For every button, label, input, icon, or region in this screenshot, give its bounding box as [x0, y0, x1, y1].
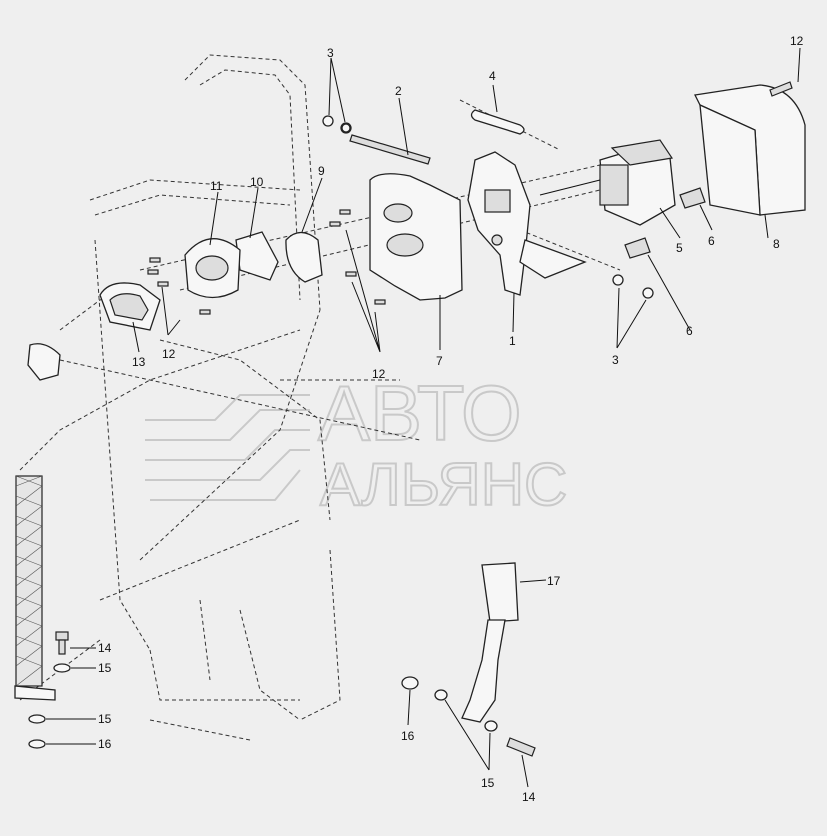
callout-5: 5	[676, 241, 683, 255]
callout-2: 2	[395, 84, 402, 98]
watermark-logo	[145, 394, 310, 501]
callout-14-center: 14	[522, 790, 536, 804]
cab-frame-outline	[19, 54, 341, 741]
callout-17: 17	[547, 574, 561, 588]
callout-13: 13	[132, 355, 146, 369]
leader-lines	[46, 47, 801, 788]
callout-6-lower: 6	[686, 324, 693, 338]
seat-belt-strap	[14, 343, 61, 701]
part-2-rod	[340, 122, 431, 165]
part-1-bracket	[467, 151, 587, 296]
callout-labels: 2 3 4 12 9 10 11 12 13 12 7 1 5 6 8 6 3 …	[98, 34, 804, 804]
bottom-left-hardware	[28, 631, 71, 749]
part-11-escutcheon	[184, 237, 241, 299]
part-4-pin	[470, 109, 525, 135]
part-8-cover	[694, 84, 806, 216]
part-9-guide	[285, 231, 323, 283]
watermark: АВТО АЛЬЯНС	[145, 368, 568, 519]
part-13-bezel	[99, 282, 161, 331]
callout-12-center: 12	[372, 367, 386, 381]
callout-11: 11	[210, 179, 223, 193]
callout-16-left: 16	[98, 737, 112, 751]
callout-15-left-upper: 15	[98, 661, 112, 675]
callout-3-right: 3	[612, 353, 619, 367]
callout-15-center: 15	[481, 776, 495, 790]
bottom-center-hardware	[401, 676, 536, 757]
callout-10: 10	[250, 175, 264, 189]
callout-6-upper: 6	[708, 234, 715, 248]
callout-7: 7	[436, 354, 443, 368]
part-5-retractor	[539, 139, 676, 226]
watermark-line2: АЛЬЯНС	[320, 451, 567, 518]
part-12-screws	[147, 209, 386, 315]
part-12-screw-top-right	[769, 81, 793, 97]
callout-14-left: 14	[98, 641, 112, 655]
part-3-washers-top	[322, 115, 351, 133]
callout-12-left: 12	[162, 347, 176, 361]
part-7-housing	[369, 173, 463, 301]
callout-9: 9	[318, 164, 325, 178]
part-17-buckle	[461, 562, 519, 723]
callout-12-top-right: 12	[790, 34, 804, 48]
callout-4: 4	[489, 69, 496, 83]
watermark-line1: АВТО	[318, 369, 522, 457]
callout-16-center: 16	[401, 729, 415, 743]
callout-8: 8	[773, 237, 780, 251]
callout-15-left-lower: 15	[98, 712, 112, 726]
callout-1: 1	[509, 334, 516, 348]
part-6-bolts	[624, 187, 706, 259]
part-3-washers-right	[612, 274, 654, 299]
part-10-trim	[235, 231, 279, 281]
callout-3-top: 3	[327, 46, 334, 60]
